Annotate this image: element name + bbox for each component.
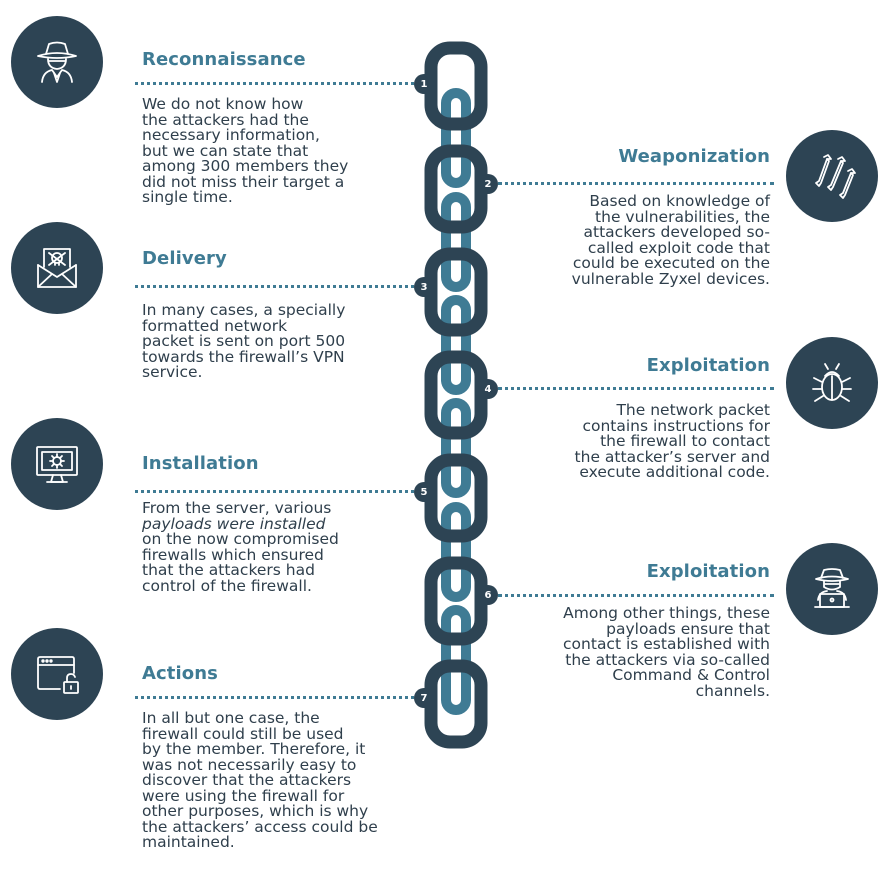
- chain-link-vertical: [441, 192, 471, 292]
- chain-link-vertical: [441, 88, 471, 188]
- skull-envelope-icon: [11, 222, 103, 314]
- chain-link-front: [424, 41, 488, 131]
- step-badge-7: 7: [414, 688, 434, 708]
- step-badge-6: 6: [478, 585, 498, 605]
- stage-title-installation: Installation: [142, 453, 259, 474]
- chain-link-front: [424, 659, 488, 749]
- chain-link-vertical: [441, 398, 471, 498]
- chain-links-vertical: [441, 88, 471, 715]
- step-badge-1: 1: [414, 74, 434, 94]
- stage-title-weaponization: Weaponization: [618, 146, 770, 167]
- step-badge-5: 5: [414, 482, 434, 502]
- stage-title-delivery: Delivery: [142, 248, 227, 269]
- dotted-connector-5: [135, 490, 414, 493]
- step-badge-3: 3: [414, 277, 434, 297]
- chain-link-front: [424, 144, 488, 234]
- dotted-connector-1: [135, 82, 414, 85]
- missiles-icon: [786, 130, 878, 222]
- dotted-connector-6: [498, 594, 774, 597]
- dotted-connector-2: [498, 182, 774, 185]
- bug-icon: [786, 337, 878, 429]
- chain-link-vertical: [441, 502, 471, 602]
- dotted-connector-7: [135, 696, 414, 699]
- stage-title-actions: Actions: [142, 663, 218, 684]
- spy-icon: [11, 16, 103, 108]
- stage-title-exploitation-2: Exploitation: [646, 561, 770, 582]
- stage-title-reconnaissance: Reconnaissance: [142, 49, 306, 70]
- hacker-laptop-icon: [786, 543, 878, 635]
- chain-link-vertical: [441, 295, 471, 395]
- step-badge-4: 4: [478, 379, 498, 399]
- dotted-connector-4: [498, 387, 774, 390]
- virus-monitor-icon: [11, 418, 103, 510]
- unlocked-window-icon: [11, 628, 103, 720]
- step-badge-2: 2: [478, 174, 498, 194]
- stage-title-exploitation-1: Exploitation: [646, 355, 770, 376]
- dotted-connector-3: [135, 285, 414, 288]
